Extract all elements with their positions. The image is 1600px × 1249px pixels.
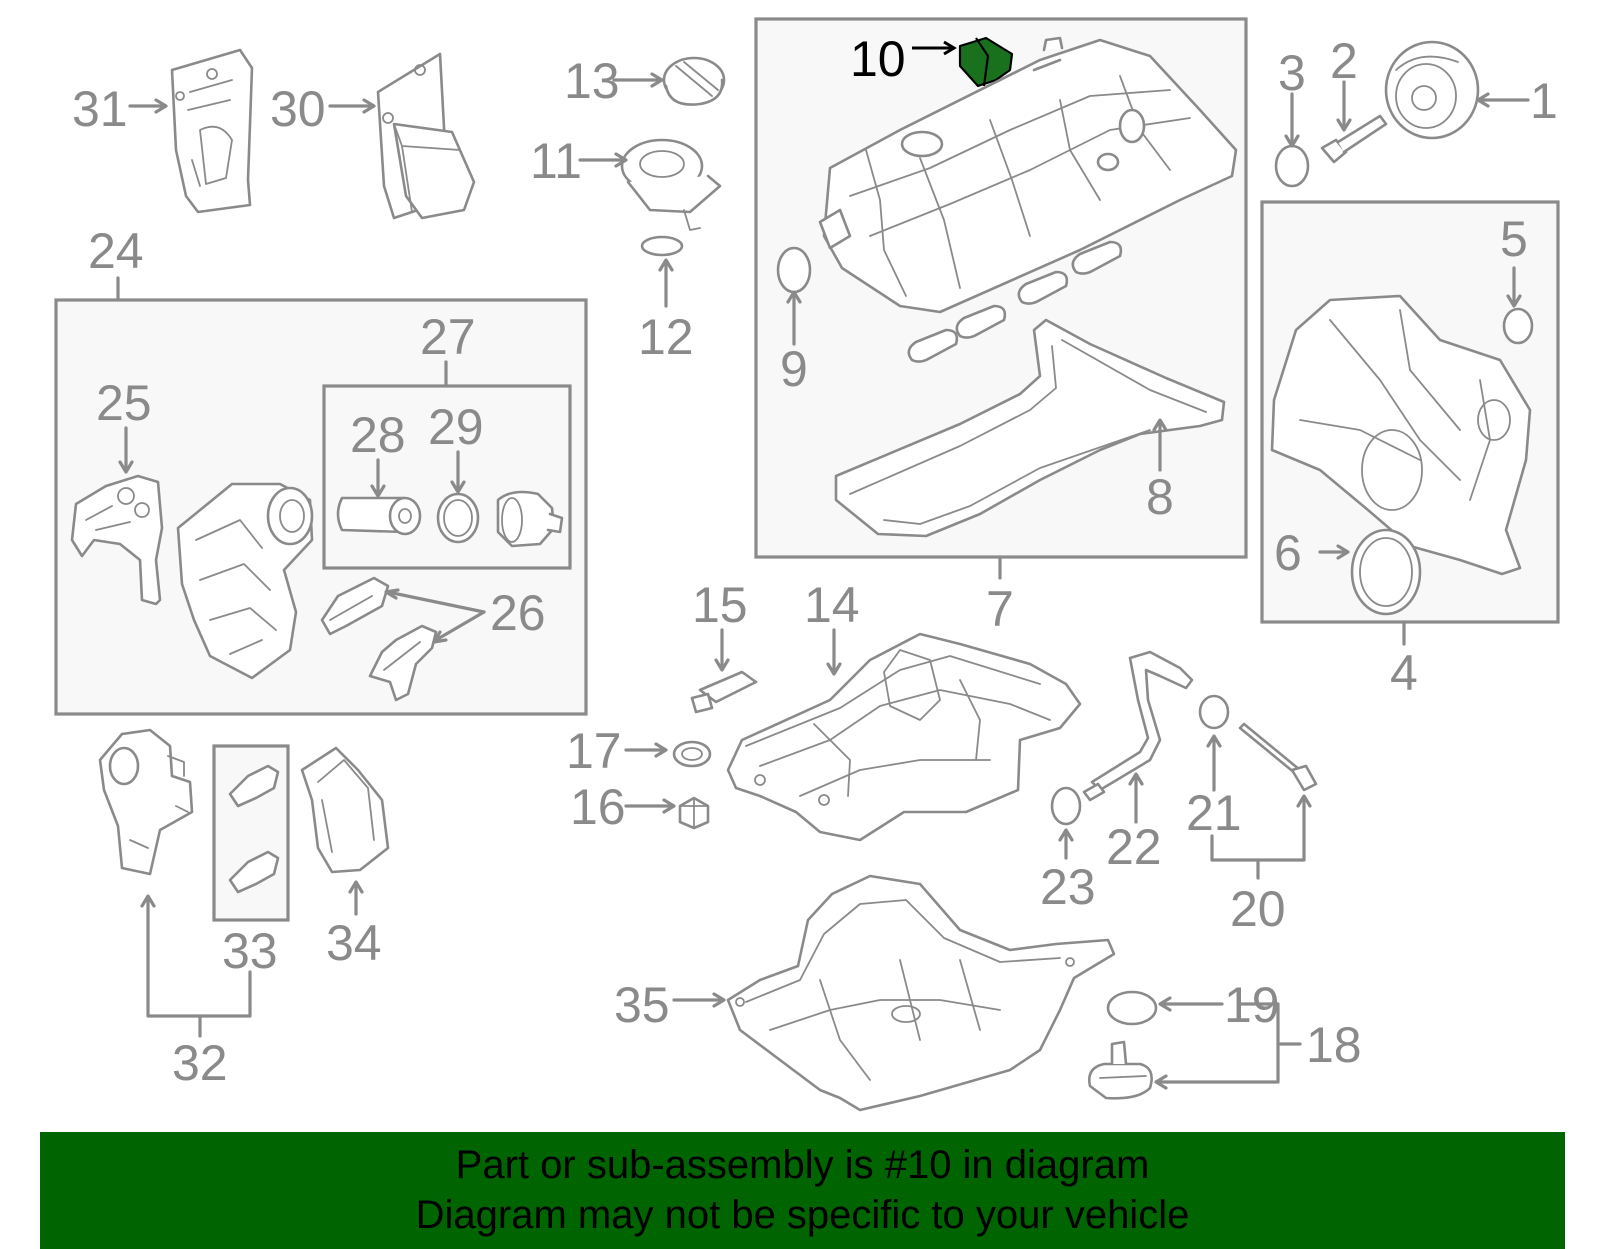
callout-20: 20: [1230, 881, 1286, 937]
callout-13: 13: [564, 53, 620, 109]
part-25-gasket: [70, 474, 164, 606]
callout-28: 28: [350, 407, 406, 463]
callout-1: 1: [1530, 73, 1558, 129]
part-10-highlighted-bracket: [958, 36, 1014, 88]
leader-lines: [116, 72, 1530, 1090]
part-9-o-ring: [776, 246, 812, 294]
part-2-bolt: [1320, 114, 1388, 164]
callout-27: 27: [420, 309, 476, 365]
callout-15: 15: [692, 577, 748, 633]
part-16-drain-plug: [678, 796, 710, 830]
part-28-filter-element: [336, 496, 422, 536]
part-34-oil-cooler: [300, 746, 390, 874]
part-8-gasket: [834, 318, 1226, 538]
part-32-filter-housing: [98, 728, 194, 876]
callout-24: 24: [88, 223, 144, 279]
part-13-filler-cap: [662, 56, 726, 106]
callout-11: 11: [530, 133, 582, 189]
part-31-gasket: [170, 48, 254, 214]
callout-18: 18: [1306, 1017, 1362, 1073]
exploded-parts-diagram: 1 2 3 4 5 6 7 8 9 10 11 12 13 14 15 16 1…: [54, 17, 1560, 1112]
part-5-seal: [1502, 307, 1534, 345]
info-banner: Part or sub-assembly is #10 in diagram D…: [40, 1132, 1565, 1249]
callout-31: 31: [72, 81, 128, 137]
callout-19: 19: [1224, 977, 1280, 1033]
part-14-upper-oil-pan: [726, 632, 1082, 842]
part-21-o-ring: [1198, 694, 1230, 730]
part-27-filter-cap: [496, 490, 564, 548]
callout-33: 33: [222, 923, 278, 979]
part-35-lower-oil-pan: [726, 874, 1116, 1112]
callout-10-highlighted: 10: [850, 31, 906, 87]
callout-22: 22: [1106, 819, 1162, 875]
leader-line-10: [912, 40, 957, 56]
part-30-oil-cooler: [376, 52, 476, 220]
part-11-filler-neck: [620, 138, 722, 231]
callout-4: 4: [1390, 645, 1418, 701]
callout-23: 23: [1040, 859, 1096, 915]
part-7-valve-cover: [818, 36, 1238, 314]
part-33-gaskets: [228, 764, 280, 894]
callout-8: 8: [1146, 469, 1174, 525]
callout-labels: 1 2 3 4 5 6 7 8 9 10 11 12 13 14 15 16 1…: [72, 31, 1558, 1091]
part-7-seals: [907, 240, 1123, 363]
part-12-o-ring: [640, 235, 684, 257]
callout-16: 16: [570, 779, 626, 835]
callout-2: 2: [1330, 33, 1358, 89]
banner-line-disclaimer: Diagram may not be specific to your vehi…: [415, 1193, 1190, 1237]
callout-32: 32: [172, 1035, 228, 1091]
part-3-seal: [1274, 144, 1310, 188]
banner-line-part-number: Part or sub-assembly is #10 in diagram: [455, 1143, 1150, 1187]
callout-26: 26: [490, 585, 546, 641]
callout-30: 30: [270, 81, 326, 137]
part-17-seal: [672, 740, 712, 768]
callout-9: 9: [780, 341, 808, 397]
callout-35: 35: [614, 977, 670, 1033]
part-26-gaskets: [320, 576, 438, 702]
part-24-filter-housing: [176, 482, 314, 680]
callout-17: 17: [566, 723, 622, 779]
part-18-oil-sensor: [1088, 1040, 1153, 1100]
callout-21: 21: [1186, 785, 1242, 841]
callout-5: 5: [1500, 211, 1528, 267]
callout-7: 7: [986, 581, 1014, 637]
callout-3: 3: [1278, 45, 1306, 101]
callout-12: 12: [638, 309, 694, 365]
part-19-o-ring: [1106, 990, 1158, 1026]
callout-6: 6: [1274, 525, 1302, 581]
part-1-pulley: [1384, 40, 1480, 140]
part-15-sensor: [690, 670, 758, 714]
part-6-seal-ring: [1350, 528, 1422, 616]
callout-34: 34: [326, 915, 382, 971]
callout-25: 25: [96, 375, 152, 431]
part-4-timing-cover: [1270, 294, 1532, 576]
callout-29: 29: [428, 399, 484, 455]
part-23-o-ring: [1050, 786, 1082, 826]
part-20-dipstick: [1238, 722, 1318, 792]
callout-14: 14: [804, 577, 860, 633]
part-22-pickup-tube: [1082, 650, 1194, 802]
